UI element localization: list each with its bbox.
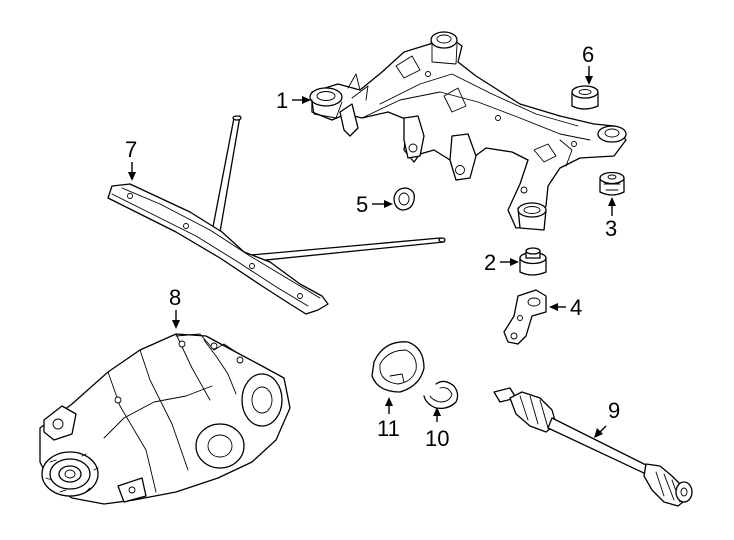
callout-8: 8 [169,285,181,310]
callout-1: 1 [276,88,288,113]
callout-6: 6 [582,42,594,67]
snap-ring[interactable] [423,380,459,410]
mount-bracket[interactable] [503,289,547,345]
front-mount-bushing[interactable] [599,171,625,196]
subframe[interactable] [309,31,627,231]
callout-7: 7 [125,137,137,162]
callout-leaders [128,66,616,438]
callout-5: 5 [356,192,368,217]
callout-3: 3 [605,216,617,241]
callout-labels: 1 6 7 5 3 2 4 8 9 11 10 [125,42,620,451]
callout-4: 4 [570,295,582,320]
rear-mount-bushing[interactable] [519,247,547,276]
differential-assembly[interactable] [39,333,291,505]
subframe-bushing[interactable] [571,85,599,110]
reinforcement-plate[interactable] [107,115,446,315]
small-bushing[interactable] [393,187,415,211]
callout-2: 2 [484,250,496,275]
axle-shaft-assembly[interactable] [493,387,693,507]
callout-11: 11 [377,416,400,441]
callout-10: 10 [425,426,449,451]
callout-9: 9 [608,398,620,423]
shield[interactable] [371,341,425,393]
